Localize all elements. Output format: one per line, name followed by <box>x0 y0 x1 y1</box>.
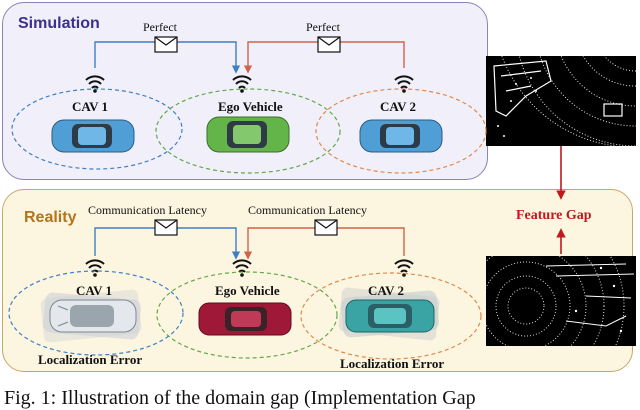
real-cav1-range <box>8 270 184 356</box>
real-cav2-car <box>338 287 440 341</box>
sim-cav2-label: CAV 2 <box>380 99 417 114</box>
real-ego-label: Ego Vehicle <box>215 283 280 298</box>
simulation-title: Simulation <box>18 15 100 32</box>
wifi-icon <box>85 259 105 277</box>
envelope-icon <box>314 219 338 236</box>
wifi-icon <box>394 259 414 277</box>
wifi-icon <box>394 75 414 93</box>
wifi-icon <box>232 259 252 277</box>
simulation-lidar-image <box>486 35 637 147</box>
reality-lidar-image <box>427 207 636 405</box>
sim-link-left-label: Perfect <box>143 20 177 34</box>
real-link-left-label: Communication Latency <box>88 203 207 217</box>
feature-gap-label: Feature Gap <box>516 208 592 223</box>
sim-cav1-car <box>51 119 135 153</box>
localization-error-left-label: Localization Error <box>38 352 143 367</box>
figure-caption: Fig. 1: Illustration of the domain gap (… <box>4 387 476 409</box>
real-cav1-label: CAV 1 <box>76 283 113 298</box>
envelope-icon <box>317 36 341 53</box>
sim-ego-range <box>155 88 341 174</box>
localization-error-right-label: Localization Error <box>340 356 445 371</box>
sim-link-right-label: Perfect <box>306 20 340 34</box>
sim-ego-car <box>206 116 290 153</box>
envelope-icon <box>154 219 178 236</box>
wifi-icon <box>232 75 252 93</box>
sim-ego-label: Ego Vehicle <box>218 99 283 114</box>
wifi-icon <box>85 75 105 93</box>
envelope-icon <box>154 36 178 53</box>
real-cav2-label: CAV 2 <box>368 283 405 298</box>
real-cav1-car <box>40 289 142 343</box>
sim-cav2-range <box>315 88 487 174</box>
real-ego-car <box>198 302 292 336</box>
sim-cav2-car <box>359 119 443 153</box>
real-cav2-range <box>300 272 482 360</box>
sim-cav1-range <box>11 88 183 170</box>
sim-cav1-label: CAV 1 <box>72 99 109 114</box>
reality-title: Reality <box>24 209 77 226</box>
real-ego-range <box>156 271 338 359</box>
real-link-right-label: Communication Latency <box>248 203 367 217</box>
